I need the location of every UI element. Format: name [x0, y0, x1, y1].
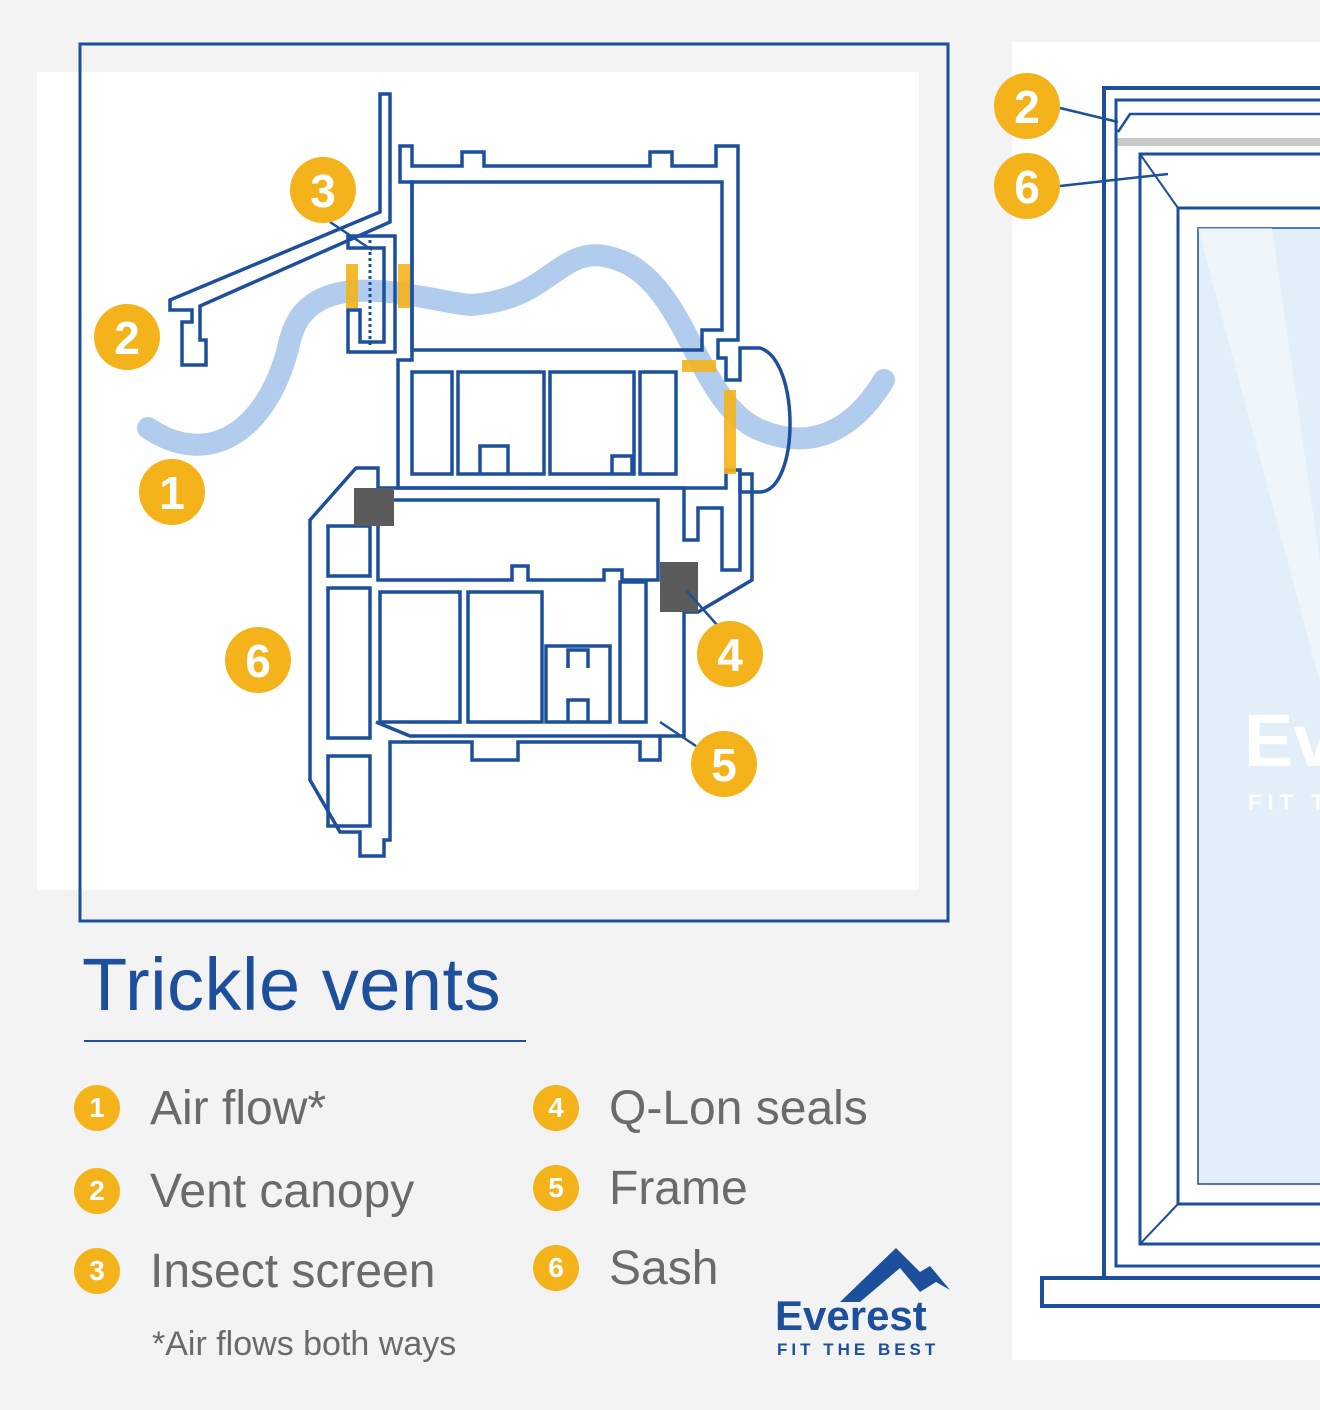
gasket	[682, 360, 716, 372]
callout-leader	[685, 589, 719, 627]
window-callouts: 2 6	[994, 73, 1060, 219]
q-lon-seal	[660, 562, 698, 612]
legend-item: 2 Vent canopy	[74, 1161, 414, 1221]
vent-canopy-clip	[346, 234, 397, 354]
callout-badge-1: 1	[139, 459, 205, 525]
legend-label: Sash	[609, 1241, 719, 1295]
chamber	[548, 370, 636, 476]
sash-mitre	[1139, 153, 1179, 209]
frame-head	[396, 144, 792, 494]
trickle-vent-canopy	[1116, 112, 1320, 133]
chamber	[410, 370, 454, 476]
legend-number-badge: 5	[533, 1165, 579, 1211]
callout-badge-6: 6	[225, 627, 291, 693]
mountain-logo-icon	[840, 1248, 950, 1302]
glazing-bead	[375, 720, 660, 738]
legend-number-badge: 1	[74, 1085, 120, 1131]
callout-badge-4: 4	[697, 621, 763, 687]
glass-reflection	[1198, 228, 1320, 682]
legend-label: Air flow*	[150, 1081, 327, 1135]
legend-number-badge: 2	[74, 1168, 120, 1214]
chamber-notch	[610, 454, 634, 474]
callout-leader	[1059, 106, 1119, 124]
diagram-border	[78, 42, 950, 923]
sash-mitre	[1139, 1203, 1179, 1245]
callout-leader	[1059, 172, 1169, 188]
svg-text:3: 3	[310, 165, 336, 217]
svg-text:4: 4	[717, 629, 743, 681]
gasket	[398, 264, 410, 308]
sash-chamber	[326, 524, 372, 578]
sash-chamber	[378, 590, 462, 724]
sash-chamber	[326, 586, 372, 740]
air-flow-wave	[137, 244, 895, 456]
q-lon-seal	[354, 488, 394, 526]
legend-label: Insect screen	[150, 1244, 436, 1298]
legend-item: 4 Q-Lon seals	[533, 1078, 868, 1138]
trickle-vent-cross-section: 3 2 1 6 4 5	[78, 42, 950, 923]
legend-number-badge: 3	[74, 1248, 120, 1294]
chamber	[456, 370, 546, 476]
gasket	[346, 264, 358, 308]
svg-text:1: 1	[159, 467, 185, 519]
legend-item: 5 Frame	[533, 1158, 748, 1218]
vent-canopy	[168, 92, 392, 367]
legend-item: 1 Air flow*	[74, 1078, 326, 1138]
brand-name: Everest	[775, 1292, 927, 1339]
sash-chamber	[466, 590, 544, 724]
window-sash-outer	[1138, 152, 1320, 1246]
svg-text:2: 2	[1014, 81, 1040, 133]
sash-inner	[376, 498, 660, 582]
legend-item: 3 Insect screen	[74, 1241, 435, 1301]
window-sill	[1040, 1276, 1320, 1308]
sash-chamber	[618, 580, 648, 724]
legend-label: Frame	[609, 1161, 748, 1215]
svg-text:6: 6	[245, 635, 271, 687]
callout-leader	[659, 720, 697, 748]
frame-chamber	[410, 180, 724, 352]
sash-notch	[566, 648, 590, 668]
watermark-tagline: FIT THE BEST	[1248, 790, 1320, 815]
window-glass	[1197, 227, 1320, 1185]
window-frame-inner	[1114, 98, 1320, 1268]
sash-notch	[566, 698, 590, 722]
footnote: *Air flows both ways	[152, 1325, 457, 1363]
window-callout-badge-6: 6	[994, 153, 1060, 219]
svg-text:5: 5	[711, 739, 737, 791]
brand-tagline: FIT THE BEST	[777, 1340, 940, 1359]
legend-number-badge: 6	[533, 1245, 579, 1291]
callout-leader	[329, 220, 373, 252]
sash-chamber	[544, 644, 612, 724]
window-elevation: Everest FIT THE BEST	[1040, 86, 1320, 1308]
callout-badge-2: 2	[94, 304, 160, 370]
trickle-vent-strip	[1116, 138, 1320, 146]
gasket	[724, 390, 736, 474]
callout-badge-3: 3	[290, 157, 356, 223]
legend-number-badge: 4	[533, 1085, 579, 1131]
window-sash-inner	[1176, 206, 1320, 1206]
callout-badge-5: 5	[691, 731, 757, 797]
legend-item: 6 Sash	[533, 1238, 718, 1298]
window-callout-badge-2: 2	[994, 73, 1060, 139]
sash-profile	[308, 466, 754, 858]
watermark-name: Everest	[1244, 699, 1320, 782]
sash-chamber	[326, 754, 372, 828]
title-underline	[84, 1040, 526, 1042]
legend-label: Vent canopy	[150, 1164, 415, 1218]
chamber-notch	[478, 444, 510, 474]
page-title: Trickle vents	[82, 943, 502, 1026]
chamber	[638, 370, 678, 476]
svg-text:6: 6	[1014, 161, 1040, 213]
legend-label: Q-Lon seals	[609, 1081, 868, 1135]
svg-text:2: 2	[114, 312, 140, 364]
